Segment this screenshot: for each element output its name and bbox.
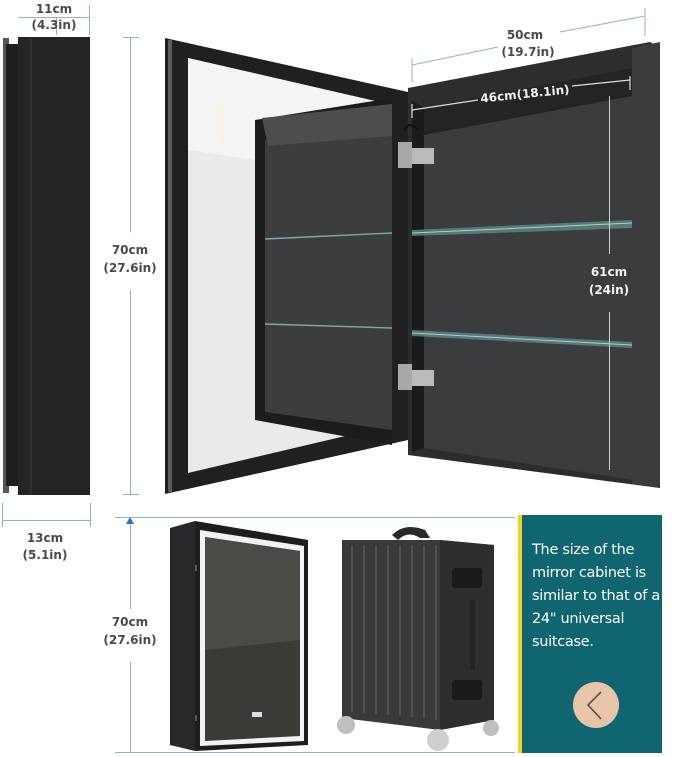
chevron-left-icon — [586, 691, 602, 720]
width-cm-label: 50cm — [506, 28, 544, 42]
comparison-text: The size of the mirror cabinet is simila… — [532, 542, 660, 650]
depth-in-label: (4.3in) — [31, 18, 77, 32]
depth-cm-label: 11cm — [35, 2, 73, 16]
inner-height-cm-label: 61cm — [590, 265, 628, 279]
comparison-height-in-label: (27.6in) — [103, 633, 157, 647]
bottom-depth-in-label: (5.1in) — [22, 548, 68, 562]
comparison-height-cm-label: 70cm — [111, 615, 149, 629]
width-in-label: (19.7in) — [501, 45, 555, 59]
previous-button[interactable] — [573, 682, 619, 728]
height-in-label: (27.6in) — [103, 261, 157, 275]
inner-height-in-label: (24in) — [588, 283, 630, 297]
bottom-depth-cm-label: 13cm — [26, 531, 64, 545]
height-cm-label: 70cm — [111, 243, 149, 257]
comparison-info-panel: The size of the mirror cabinet is simila… — [518, 515, 662, 753]
